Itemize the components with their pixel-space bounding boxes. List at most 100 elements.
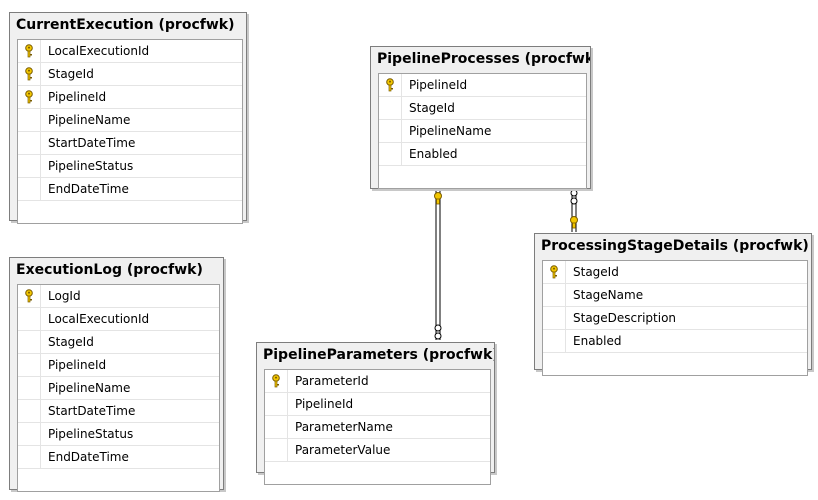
empty-row — [18, 469, 219, 491]
column-row[interactable]: ParameterId — [265, 370, 490, 393]
row-selector — [18, 109, 41, 131]
table-processing-stage-details[interactable]: ProcessingStageDetails (procfwk) StageId… — [534, 233, 812, 376]
column-name: PipelineStatus — [48, 427, 134, 441]
column-row[interactable]: StartDateTime — [18, 400, 219, 423]
key-end-icon — [570, 216, 578, 229]
primary-key-icon — [18, 285, 41, 307]
row-selector — [543, 307, 566, 329]
column-row[interactable]: LocalExecutionId — [18, 40, 242, 63]
row-selector — [543, 330, 566, 352]
relationship-pipeline-parameters[interactable] — [434, 190, 442, 340]
column-name: PipelineId — [48, 90, 107, 104]
column-name: StageName — [573, 288, 644, 302]
column-name: LocalExecutionId — [48, 312, 150, 326]
column-row[interactable]: LogId — [18, 285, 219, 308]
column-row[interactable]: StageId — [543, 261, 807, 284]
column-name: EndDateTime — [48, 182, 129, 196]
table-pipeline-parameters[interactable]: PipelineParameters (procfwk) ParameterId… — [256, 342, 495, 485]
table-title: ProcessingStageDetails (procfwk) — [541, 238, 809, 254]
column-row[interactable]: LocalExecutionId — [18, 308, 219, 331]
column-name: LogId — [48, 289, 81, 303]
column-row[interactable]: Enabled — [543, 330, 807, 353]
column-row[interactable]: StageDescription — [543, 307, 807, 330]
row-selector — [543, 284, 566, 306]
empty-row — [18, 201, 242, 223]
column-row[interactable]: PipelineName — [18, 377, 219, 400]
row-selector — [18, 178, 41, 200]
column-row[interactable]: Enabled — [379, 143, 586, 166]
column-row[interactable]: ParameterValue — [265, 439, 490, 462]
primary-key-icon — [379, 74, 402, 96]
column-name: StartDateTime — [48, 404, 136, 418]
column-name: ParameterName — [295, 420, 393, 434]
row-selector — [18, 308, 41, 330]
column-row[interactable]: ParameterName — [265, 416, 490, 439]
row-selector — [18, 423, 41, 445]
row-selector — [18, 331, 41, 353]
table-title: PipelineProcesses (procfwk) — [377, 51, 590, 67]
column-name: PipelineId — [409, 78, 468, 92]
row-selector — [379, 143, 402, 165]
empty-row — [265, 462, 490, 484]
row-selector — [379, 120, 402, 142]
column-row[interactable]: PipelineName — [379, 120, 586, 143]
primary-key-icon — [543, 261, 566, 283]
column-name: StartDateTime — [48, 136, 136, 150]
column-name: ParameterId — [295, 374, 369, 388]
column-row[interactable]: PipelineId — [379, 74, 586, 97]
column-name: EndDateTime — [48, 450, 129, 464]
column-row[interactable]: EndDateTime — [18, 446, 219, 469]
column-row[interactable]: PipelineId — [18, 86, 242, 109]
column-name: LocalExecutionId — [48, 44, 150, 58]
row-selector — [265, 393, 288, 415]
primary-key-icon — [18, 40, 41, 62]
column-name: PipelineStatus — [48, 159, 134, 173]
relationship-stage-details[interactable] — [570, 189, 578, 232]
row-selector — [18, 377, 41, 399]
row-selector — [379, 97, 402, 119]
column-row[interactable]: EndDateTime — [18, 178, 242, 201]
table-title: ExecutionLog (procfwk) — [16, 262, 203, 278]
infinity-end-icon — [570, 189, 578, 205]
row-selector — [18, 354, 41, 376]
row-selector — [265, 439, 288, 461]
column-row[interactable]: PipelineStatus — [18, 155, 242, 178]
column-name: PipelineName — [48, 113, 131, 127]
primary-key-icon — [265, 370, 288, 392]
column-row[interactable]: StartDateTime — [18, 132, 242, 155]
column-row[interactable]: StageId — [379, 97, 586, 120]
row-selector — [18, 155, 41, 177]
row-selector — [265, 416, 288, 438]
column-row[interactable]: StageName — [543, 284, 807, 307]
column-name: PipelineId — [295, 397, 354, 411]
column-row[interactable]: PipelineId — [18, 354, 219, 377]
table-title: PipelineParameters (procfwk) — [263, 347, 494, 363]
primary-key-icon — [18, 63, 41, 85]
infinity-end-icon — [434, 324, 442, 340]
column-row[interactable]: StageId — [18, 63, 242, 86]
column-row[interactable]: PipelineName — [18, 109, 242, 132]
empty-row — [543, 353, 807, 375]
column-row[interactable]: PipelineId — [265, 393, 490, 416]
column-name: StageId — [573, 265, 619, 279]
row-selector — [18, 132, 41, 154]
column-name: StageDescription — [573, 311, 677, 325]
row-selector — [18, 400, 41, 422]
column-name: Enabled — [573, 334, 622, 348]
column-name: PipelineId — [48, 358, 107, 372]
primary-key-icon — [18, 86, 41, 108]
column-row[interactable]: PipelineStatus — [18, 423, 219, 446]
column-name: Enabled — [409, 147, 458, 161]
column-name: PipelineName — [48, 381, 131, 395]
column-row[interactable]: StageId — [18, 331, 219, 354]
empty-row — [379, 166, 586, 188]
table-title: CurrentExecution (procfwk) — [16, 17, 235, 33]
table-current-execution[interactable]: CurrentExecution (procfwk) LocalExecutio… — [9, 12, 247, 224]
